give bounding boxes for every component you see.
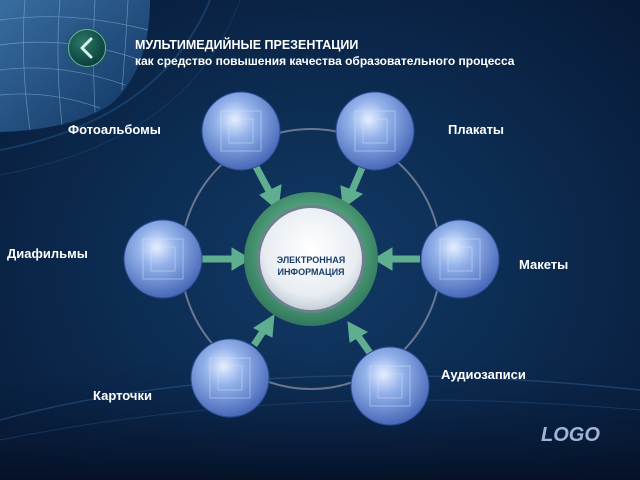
back-button[interactable] bbox=[68, 29, 106, 67]
center-label-line2: ИНФОРМАЦИЯ bbox=[277, 267, 345, 277]
label-audiozapisi: Аудиозаписи bbox=[441, 367, 526, 382]
node-fotoalbomy bbox=[201, 91, 281, 171]
arrow-makety bbox=[373, 247, 420, 271]
label-makety: Макеты bbox=[519, 257, 569, 272]
center-node bbox=[244, 192, 378, 326]
node-plakaty bbox=[335, 91, 415, 171]
arrow-audiozapisi bbox=[347, 321, 373, 356]
label-plakaty: Плакаты bbox=[448, 122, 505, 137]
label-diafilmy: Диафильмы bbox=[7, 246, 88, 261]
center-label-line1: ЭЛЕКТРОННАЯ bbox=[276, 255, 346, 265]
logo: LOGO bbox=[541, 424, 600, 446]
slide-subtitle: как средство повышения качества образова… bbox=[135, 54, 515, 68]
label-fotoalbomy: Фотоальбомы bbox=[68, 122, 161, 137]
chevron-left-icon bbox=[80, 37, 93, 59]
arrow-kartochki bbox=[251, 314, 275, 347]
node-diafilmy bbox=[123, 219, 203, 299]
bottom-wave-decoration bbox=[0, 354, 640, 480]
arrow-diafilmy bbox=[202, 247, 251, 271]
node-makety bbox=[420, 219, 500, 299]
label-kartochki: Карточки bbox=[93, 388, 152, 403]
center-label: ЭЛЕКТРОННАЯ ИНФОРМАЦИЯ bbox=[258, 254, 364, 278]
node-audiozapisi bbox=[350, 346, 430, 426]
slide-title: МУЛЬТИМЕДИЙНЫЕ ПРЕЗЕНТАЦИИ bbox=[135, 38, 359, 52]
node-kartochki bbox=[190, 338, 270, 418]
globe-decoration bbox=[0, 0, 241, 176]
